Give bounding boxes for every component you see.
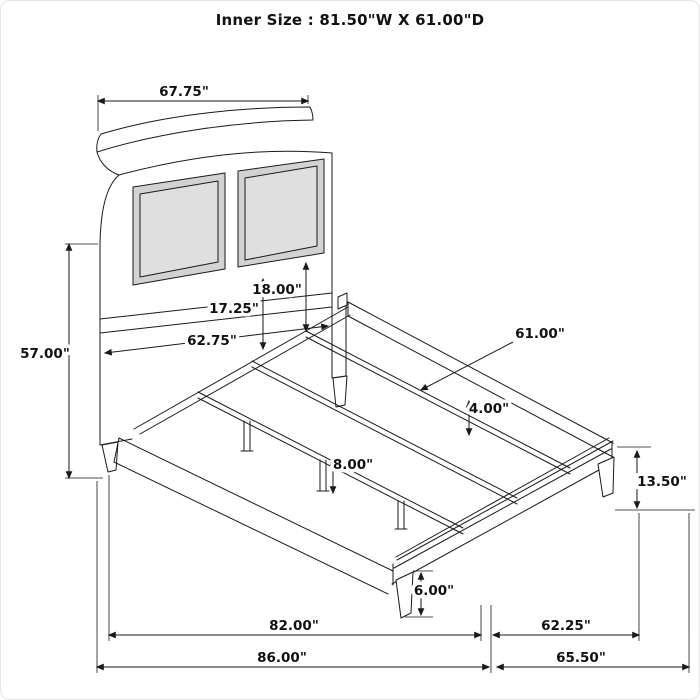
deck-foot-edge: [395, 437, 610, 558]
dim-label-center-support-height: 8.00": [333, 457, 373, 473]
ext-left-height: [65, 243, 103, 479]
dim-headboard-inner-width: [103, 323, 330, 356]
inner-size-title: Inner Size : 81.50"W X 61.00"D: [215, 11, 485, 29]
dim-label-right-panel-height: 18.00": [252, 282, 302, 298]
dim-label-headboard-height: 57.00": [20, 346, 70, 362]
deck-support-leg-1: [240, 420, 254, 452]
headboard: [96, 106, 348, 473]
footboard-panel: [391, 440, 614, 586]
dimension-labels: 67.75" 57.00" 18.00" 17.25" 62.75" 61.00…: [17, 81, 691, 670]
deck-rail-2: [251, 360, 518, 505]
ext-bottom-right: [638, 513, 690, 673]
ext-bottom-middle: [480, 605, 492, 673]
dim-label-left-panel-height: 17.25": [209, 301, 259, 317]
headboard-near-leg: [101, 441, 119, 473]
footboard-near-leg: [395, 571, 414, 619]
ext-footboard-height: [615, 446, 695, 511]
dim-label-inner-depth: 61.00": [515, 326, 565, 342]
headboard-right-edge: [331, 152, 347, 379]
footboard-far-leg: [597, 456, 615, 498]
headboard-sleigh-roll: [96, 106, 314, 153]
dim-label-rail-height: 4.00": [469, 401, 509, 417]
dim-label-footboard-width: 62.25": [541, 618, 591, 634]
near-side-rail: [113, 437, 394, 595]
dim-label-headboard-width: 67.75": [159, 84, 209, 100]
dimension-lines: [65, 97, 691, 671]
deck-rail-1: [197, 391, 464, 535]
dim-label-overall-length: 86.00": [257, 650, 307, 666]
footboard: [391, 440, 615, 619]
headboard-left-panel-inner: [139, 180, 219, 278]
headboard-face-top: [96, 150, 333, 176]
dim-label-inner-length: 82.00": [269, 618, 319, 634]
extension-lines: [65, 95, 695, 673]
rail-bracket: [337, 292, 348, 310]
leader-inner-depth: [419, 341, 514, 391]
deck-support-leg-2: [316, 459, 330, 492]
ext-bottom-left: [96, 475, 110, 673]
headboard-left-edge: [99, 174, 133, 446]
dim-label-overall-width: 65.50": [556, 650, 606, 666]
far-side-rail: [347, 301, 614, 458]
deck-rail-3: [305, 330, 571, 475]
deck-support-leg-3: [394, 500, 408, 530]
headboard-far-leg: [332, 375, 348, 408]
dim-label-headboard-inner-width: 62.75": [187, 333, 237, 349]
ext-foot-leg: [405, 570, 433, 618]
dim-label-foot-leg-height: 6.00": [414, 583, 454, 599]
headboard-right-panel-inner: [244, 165, 318, 261]
dim-label-footboard-height: 13.50": [637, 474, 687, 490]
